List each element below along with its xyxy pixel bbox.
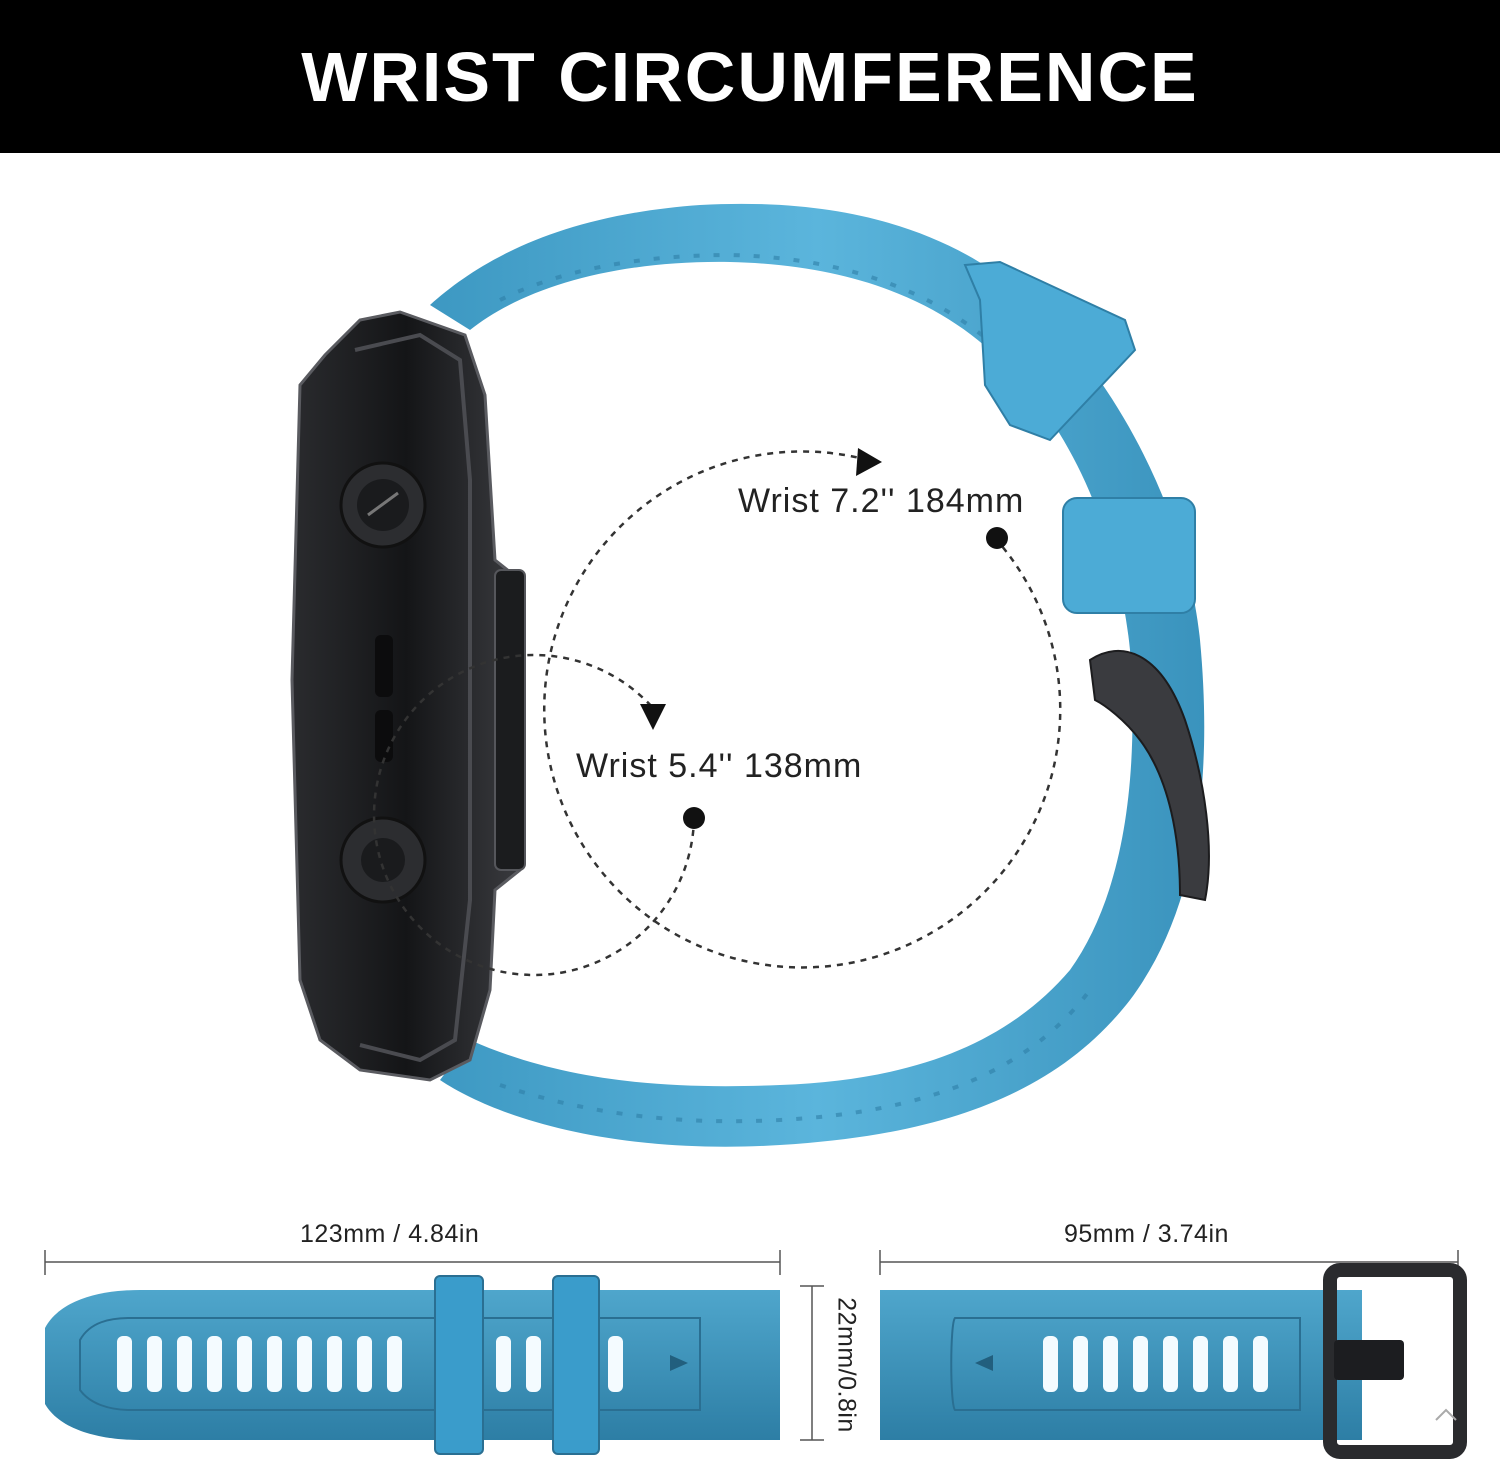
short-strap-length-label: 95mm / 3.74in (1064, 1220, 1229, 1248)
case-bezel-ridge (354, 332, 472, 1063)
long-strap-holes (117, 1336, 623, 1392)
wrist-large-circle (543, 450, 1062, 969)
keeper-lower (1062, 497, 1196, 614)
short-strap-body (880, 1290, 1362, 1440)
buckle-tongue (1088, 649, 1210, 902)
short-strap-holes (1043, 1336, 1268, 1392)
wrist-size-diagram (372, 448, 1062, 977)
long-strap-length-label: 123mm / 4.84in (300, 1220, 480, 1248)
wrist-large-label: Wrist 7.2'' 184mm (738, 482, 1025, 520)
case-body (290, 310, 522, 1082)
header-banner: WRIST CIRCUMFERENCE (0, 0, 1500, 153)
long-strap-keeper-2 (552, 1275, 600, 1455)
wrist-small-label: Wrist 5.4'' 138mm (576, 747, 863, 785)
long-strap-keeper-1 (434, 1275, 484, 1455)
wrist-large-dot (986, 527, 1008, 549)
long-strap-flat (45, 1275, 780, 1455)
wrist-small-circle (372, 653, 696, 977)
watch-case (290, 310, 526, 1082)
watch-band-loop (430, 203, 1210, 1147)
wrist-small-arrow (640, 704, 666, 730)
wrist-large-arrow (856, 448, 882, 476)
case-sensor-window (494, 569, 526, 871)
strap-width-label: 22mm/0.8in (832, 1297, 861, 1433)
wrist-small-dot (683, 807, 705, 829)
short-strap-flat (880, 1263, 1467, 1459)
dimension-lines (44, 1250, 1459, 1441)
band-groove (499, 252, 1012, 362)
buckle-icon (1323, 1263, 1467, 1459)
port-slot-upper (375, 635, 393, 697)
keeper-upper (963, 260, 1137, 442)
port-slot-lower (375, 710, 393, 762)
band-groove-lower (499, 988, 1092, 1124)
page-title: WRIST CIRCUMFERENCE (301, 37, 1199, 116)
band-outer (430, 203, 1205, 1147)
